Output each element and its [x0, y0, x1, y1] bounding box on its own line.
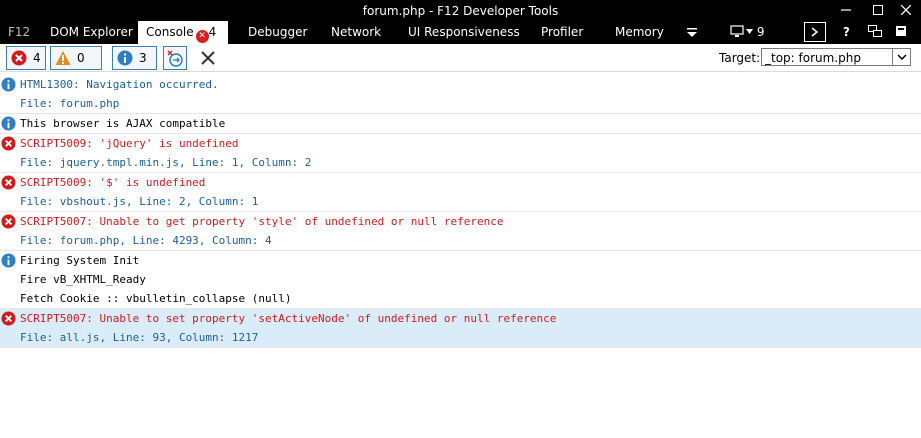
clear-console-button[interactable] [199, 49, 217, 67]
clear-on-navigate-button[interactable] [163, 46, 187, 70]
clear-on-navigate-icon [167, 50, 183, 67]
console-message[interactable]: SCRIPT5009: '$' is undefined File: vbsho… [0, 173, 921, 212]
minimize-button[interactable] [831, 0, 861, 20]
messages-filter-button[interactable]: 3 [112, 46, 157, 70]
chevron-down-icon [892, 49, 910, 65]
message-text: SCRIPT5009: '$' is undefined [20, 176, 206, 189]
message-text: SCRIPT5007: Unable to set property 'setA… [20, 312, 557, 325]
tab-label: Memory [615, 25, 664, 39]
tab-label: DOM Explorer [50, 25, 133, 39]
maximize-icon [873, 5, 883, 15]
tab-network[interactable]: Network [331, 21, 381, 44]
tab-label: UI Responsiveness [408, 25, 520, 39]
tab-label: F12 [8, 25, 31, 39]
errors-count: 4 [33, 51, 41, 65]
tab-dom-explorer[interactable]: DOM Explorer [50, 21, 133, 44]
message-source-link[interactable]: File: jquery.tmpl.min.js, Line: 1, Colum… [20, 156, 312, 169]
maximize-button[interactable] [863, 0, 893, 20]
title-bar: forum.php - F12 Developer Tools F12 DOM … [0, 0, 921, 44]
monitor-icon [730, 25, 744, 37]
console-toolbar: 4 0 3 Target: _top: forum.php [0, 44, 921, 72]
help-button[interactable]: ? [843, 21, 850, 44]
warnings-count: 0 [77, 51, 85, 65]
console-message[interactable]: SCRIPT5009: 'jQuery' is undefined File: … [0, 134, 921, 173]
message-source-link[interactable]: File: forum.php [20, 97, 120, 110]
message-text: SCRIPT5007: Unable to get property 'styl… [20, 215, 504, 228]
message-source-link[interactable]: File: all.js, Line: 93, Column: 1217 [20, 331, 259, 344]
message-text: Firing System Init [20, 254, 140, 267]
console-message[interactable]: HTML1300: Navigation occurred. File: for… [0, 75, 921, 114]
tab-profiler[interactable]: Profiler [541, 21, 583, 44]
tab-ui-responsiveness[interactable]: UI Responsiveness [408, 21, 520, 44]
errors-filter-button[interactable]: 4 [6, 46, 46, 70]
warnings-filter-button[interactable]: 0 [50, 46, 102, 70]
overflow-menu-icon [687, 28, 697, 37]
warning-icon [55, 51, 71, 65]
more-tabs-button[interactable] [686, 21, 698, 44]
target-select[interactable]: _top: forum.php [761, 48, 911, 66]
error-icon [1, 136, 16, 151]
messages-count: 3 [139, 51, 147, 65]
tab-debugger[interactable]: Debugger [248, 21, 307, 44]
tab-bar: F12 DOM Explorer Console✕4 Debugger Netw… [0, 21, 921, 44]
message-source-link[interactable]: File: forum.php, Line: 4293, Column: 4 [20, 234, 272, 247]
undock-icon [868, 25, 882, 37]
console-output[interactable]: HTML1300: Navigation occurred. File: for… [0, 75, 921, 348]
console-toggle-button[interactable] [804, 22, 826, 42]
help-icon: ? [843, 25, 850, 39]
message-text: HTML1300: Navigation occurred. [20, 78, 219, 91]
console-message[interactable]: This browser is AJAX compatible [0, 114, 921, 134]
console-prompt-icon [811, 27, 819, 37]
message-extra-line: Fetch Cookie :: vbulletin_collapse (null… [20, 292, 292, 305]
tab-console-badge: 4 [208, 25, 217, 39]
undock-button[interactable] [868, 21, 882, 44]
window-title: forum.php - F12 Developer Tools [362, 4, 559, 18]
console-message-selected[interactable]: SCRIPT5007: Unable to set property 'setA… [0, 309, 921, 348]
tab-label: Profiler [541, 25, 584, 39]
info-icon [117, 50, 133, 66]
minimize-icon [841, 9, 851, 11]
pin-icon [896, 26, 906, 36]
console-message[interactable]: Firing System Init Fire vB_XHTML_Ready F… [0, 251, 921, 309]
close-icon [901, 5, 911, 15]
emulation-count: 9 [756, 25, 765, 39]
tab-f12[interactable]: F12 [8, 21, 30, 44]
close-icon [201, 51, 215, 65]
target-select-value: _top: forum.php [765, 51, 861, 65]
message-text: SCRIPT5009: 'jQuery' is undefined [20, 137, 239, 150]
error-icon [1, 175, 16, 190]
message-extra-line: Fire vB_XHTML_Ready [20, 273, 146, 286]
error-icon [1, 214, 16, 229]
target-label: Target: [719, 51, 761, 65]
info-icon [1, 253, 16, 268]
error-icon [1, 311, 16, 326]
error-icon [11, 50, 27, 66]
console-message[interactable]: SCRIPT5007: Unable to get property 'styl… [0, 212, 921, 251]
tab-label: Debugger [248, 25, 308, 39]
close-button[interactable] [891, 0, 921, 20]
chevron-down-icon [746, 29, 753, 34]
message-source-link[interactable]: File: vbshout.js, Line: 2, Column: 1 [20, 195, 259, 208]
tab-label: Network [331, 25, 382, 39]
message-text: This browser is AJAX compatible [20, 117, 226, 130]
tab-console[interactable]: Console✕4 [138, 21, 228, 44]
error-x-icon: ✕ [195, 30, 209, 43]
tab-memory[interactable]: Memory [615, 21, 664, 44]
info-icon [1, 116, 16, 131]
info-icon [1, 77, 16, 92]
tab-label: Console [146, 25, 194, 39]
pin-button[interactable] [895, 21, 907, 44]
emulation-button[interactable]: 9 [730, 21, 764, 44]
